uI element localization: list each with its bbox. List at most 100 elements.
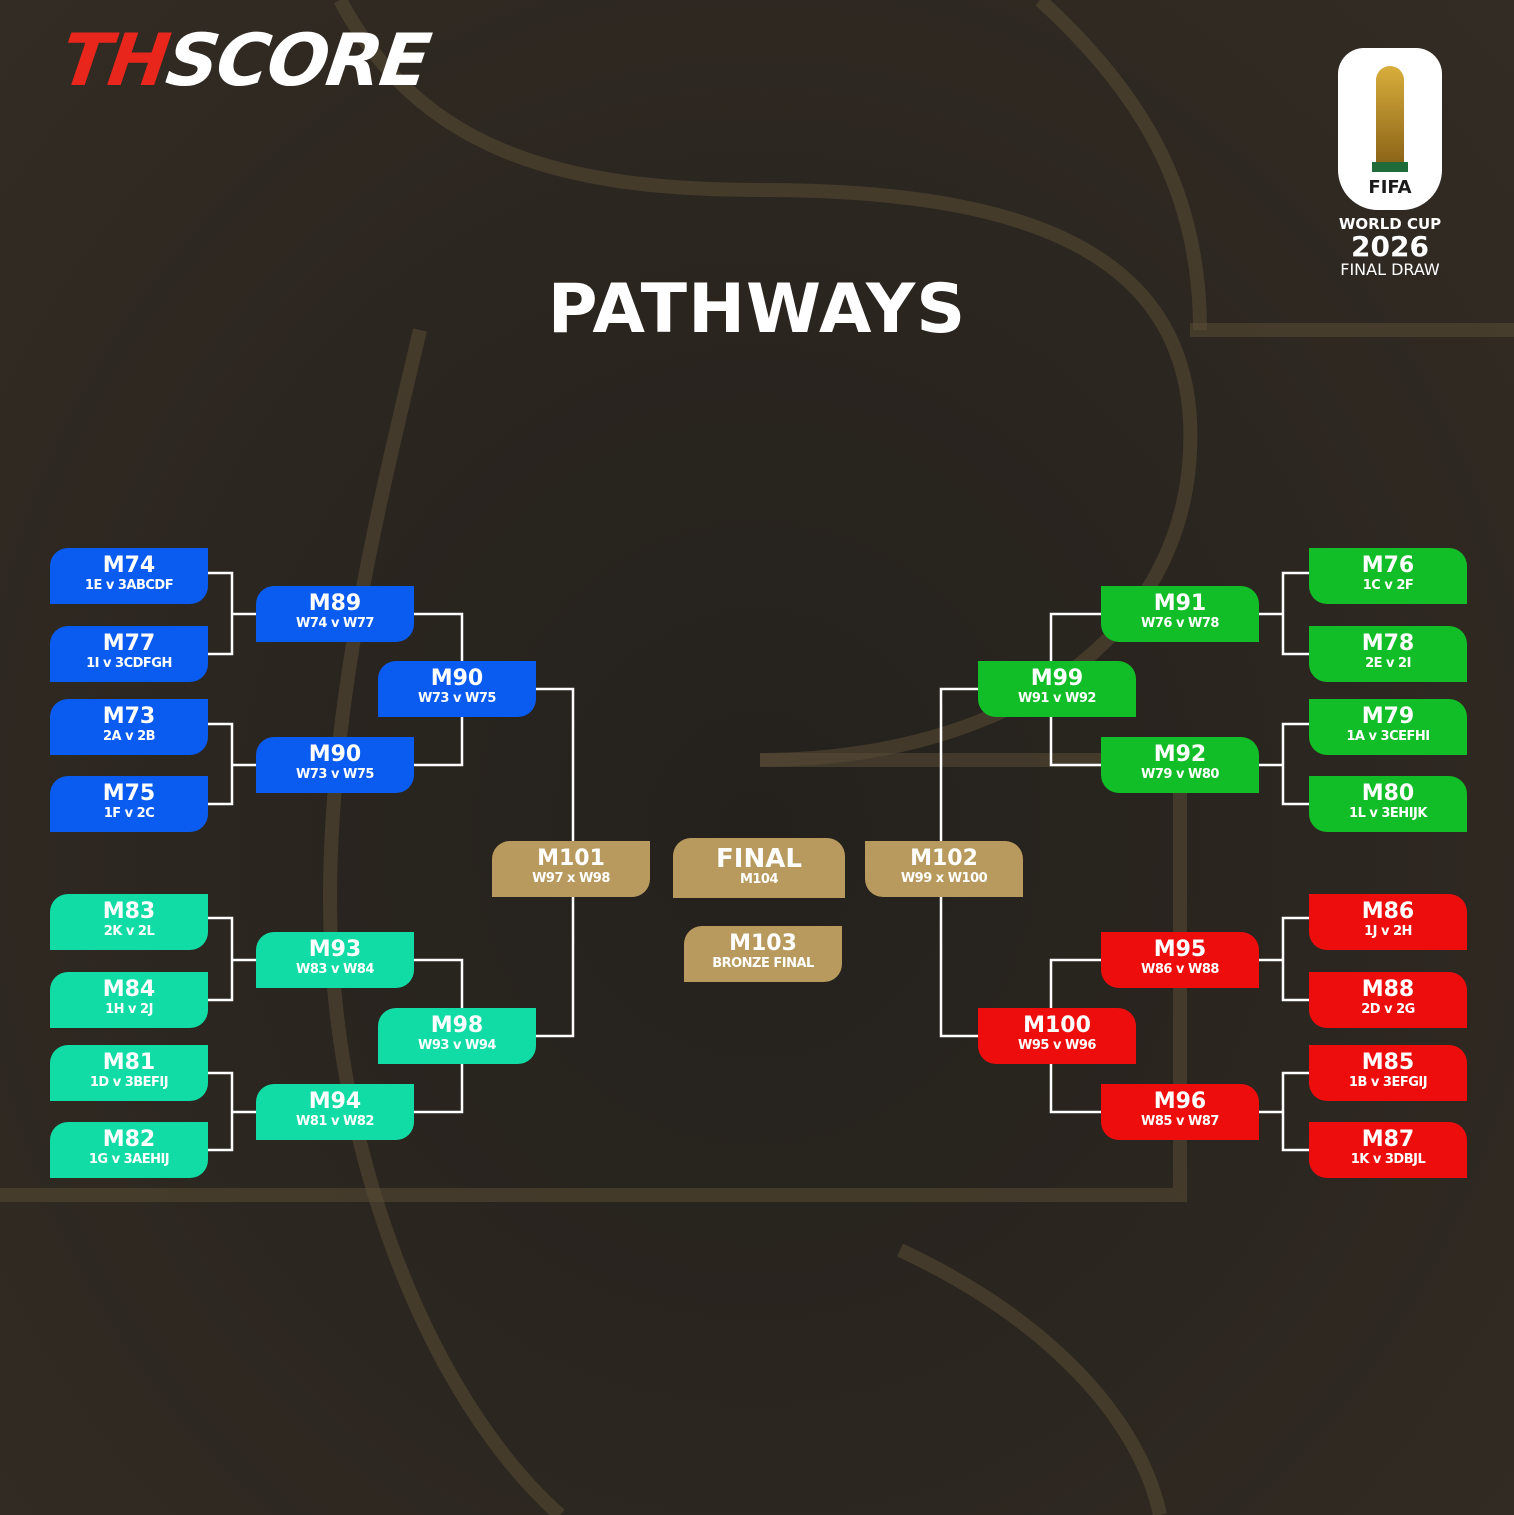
match-code: M88 — [1361, 977, 1415, 1002]
match-code: M74 — [102, 553, 156, 578]
match-code: M77 — [102, 631, 156, 656]
match-code: M78 — [1361, 631, 1415, 656]
match-code: M76 — [1361, 553, 1415, 578]
match-code: M81 — [102, 1050, 156, 1075]
connector — [1049, 612, 1101, 767]
final-draw-label: FINAL DRAW — [1340, 259, 1440, 279]
match-fixture: 2A v 2B — [102, 729, 156, 744]
match-fixture: W76 v W78 — [1141, 616, 1219, 631]
match-fixture: M104 — [739, 872, 779, 887]
match-fixture: 1K v 3DBJL — [1350, 1152, 1426, 1167]
match-code: M89 — [308, 591, 362, 616]
year-label: 2026 — [1351, 229, 1429, 263]
match-fixture: 1D v 3BEFIJ — [89, 1075, 169, 1090]
page-title: PATHWAYS — [547, 270, 967, 349]
connector — [939, 687, 978, 1038]
match-fixture: W99 x W100 — [900, 871, 988, 886]
match-fixture: 1C v 2F — [1362, 578, 1414, 593]
connector — [1259, 1071, 1309, 1152]
connector — [1259, 916, 1309, 1002]
match-fixture: W73 v W75 — [296, 767, 374, 782]
match-fixture: W74 v W77 — [296, 616, 374, 631]
match-code: M100 — [1023, 1013, 1091, 1038]
match-fixture: 1I v 3CDFGH — [86, 656, 172, 671]
match-fixture: 1J v 2H — [1364, 924, 1412, 939]
connector — [1259, 722, 1309, 806]
match-fixture: 1A v 3CEFHI — [1346, 729, 1430, 744]
match-fixture: W85 v W87 — [1141, 1114, 1219, 1129]
match-fixture: W91 v W92 — [1018, 691, 1096, 706]
match-code: M102 — [910, 846, 978, 871]
match-code: M99 — [1030, 666, 1084, 691]
match-fixture: 1F v 2C — [103, 806, 155, 821]
match-fixture: 1E v 3ABCDF — [84, 578, 174, 593]
match-fixture: W83 v W84 — [296, 962, 374, 977]
connector — [414, 612, 464, 767]
match-fixture: W79 v W80 — [1141, 767, 1219, 782]
connector — [208, 916, 256, 1002]
match-fixture: 1H v 2J — [105, 1002, 153, 1017]
world-cup-2026-logo: FIFA WORLD CUP 2026 FINAL DRAW — [1336, 48, 1444, 278]
connector — [208, 1071, 256, 1152]
match-code: M83 — [102, 899, 156, 924]
match-code: M82 — [102, 1127, 156, 1152]
match-code: M85 — [1361, 1050, 1415, 1075]
match-code: M80 — [1361, 781, 1415, 806]
match-code: M86 — [1361, 899, 1415, 924]
match-fixture: W81 v W82 — [296, 1114, 374, 1129]
match-fixture: 1G v 3AEHIJ — [88, 1152, 170, 1167]
match-code: M103 — [729, 931, 797, 956]
match-code: M101 — [537, 846, 605, 871]
match-code: M84 — [102, 977, 156, 1002]
connector — [208, 571, 256, 656]
connector — [208, 722, 256, 806]
match-fixture: W86 v W88 — [1141, 962, 1219, 977]
fifa-label: FIFA — [1368, 177, 1412, 198]
connector — [536, 687, 575, 1038]
match-code: M79 — [1361, 704, 1415, 729]
match-fixture: W93 v W94 — [418, 1038, 496, 1053]
match-code: M92 — [1153, 742, 1207, 767]
match-code: M94 — [308, 1089, 362, 1114]
match-code: M95 — [1153, 937, 1207, 962]
match-fixture: 2K v 2L — [103, 924, 155, 939]
match-code: M90 — [308, 742, 362, 767]
match-code: M87 — [1361, 1127, 1415, 1152]
match-code: M98 — [430, 1013, 484, 1038]
match-code: M90 — [430, 666, 484, 691]
match-fixture: 2D v 2G — [1361, 1002, 1415, 1017]
